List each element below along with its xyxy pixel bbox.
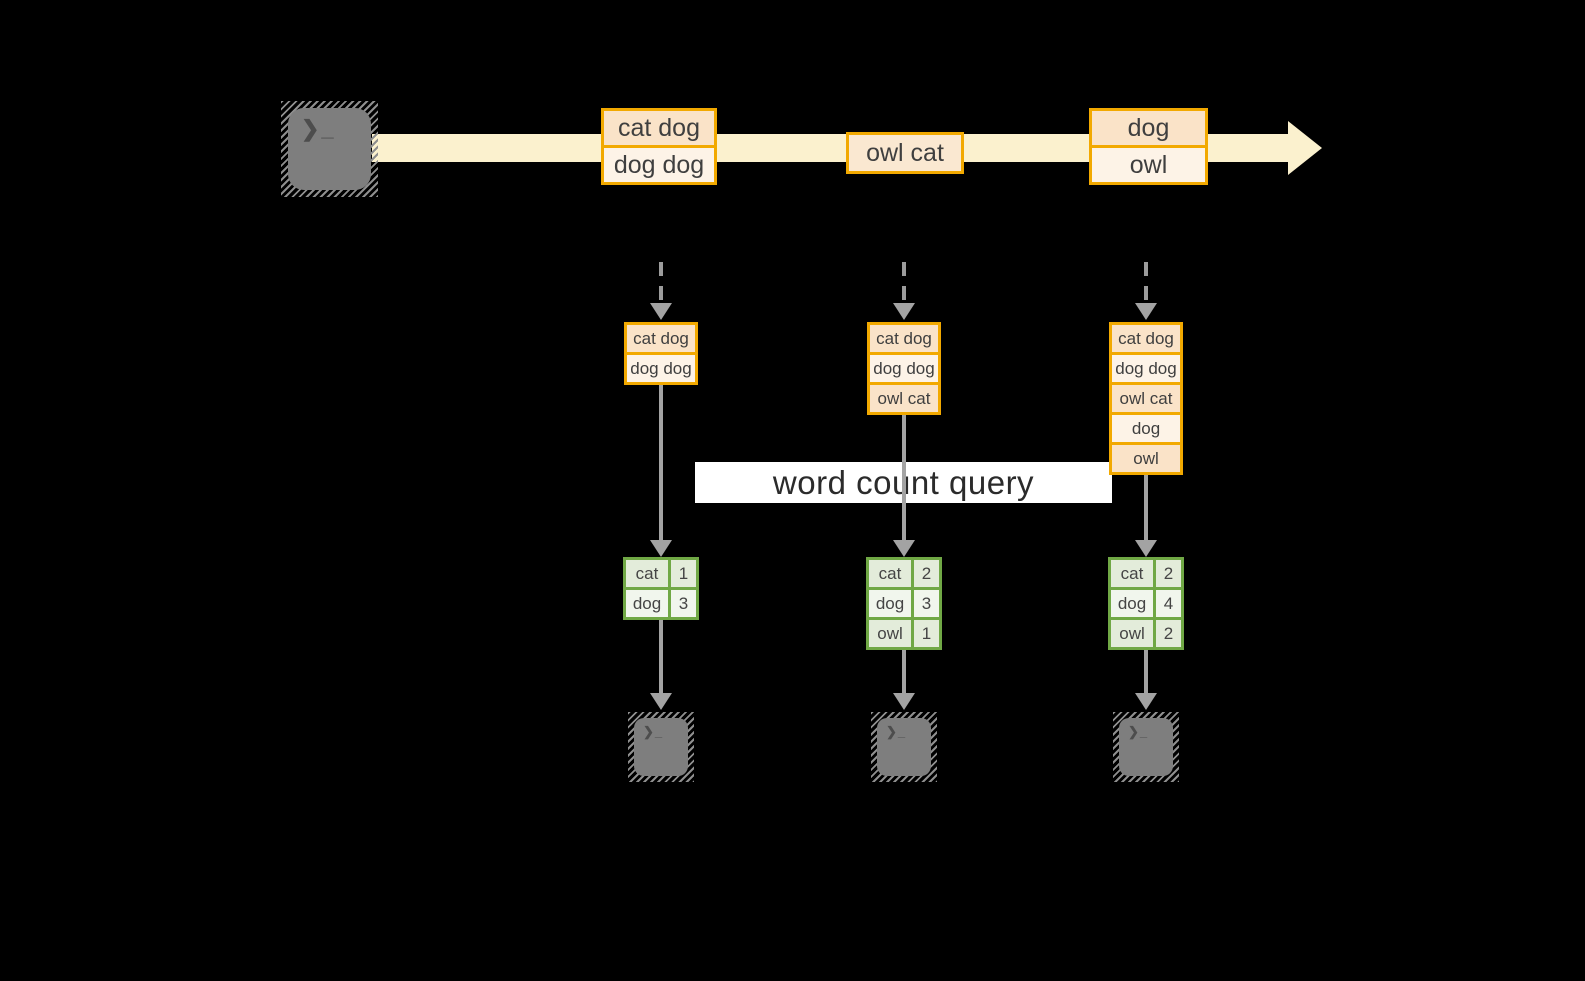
stream-timeline-arrowhead-icon <box>1288 121 1322 175</box>
result-word: dog <box>869 590 911 617</box>
batch-line: owl <box>1092 148 1205 182</box>
input-line: dog dog <box>627 355 695 382</box>
input-line: cat dog <box>1112 325 1180 352</box>
trigger-arrow-shaft-1 <box>659 262 663 304</box>
trigger-arrow-head-1 <box>650 303 672 320</box>
trigger-arrow-head-3 <box>1135 303 1157 320</box>
result-count: 4 <box>1156 590 1181 617</box>
output-arrow-shaft-2 <box>902 650 906 693</box>
terminal-prompt-glyph: ❯_ <box>886 724 907 739</box>
input-line: owl cat <box>1112 385 1180 412</box>
terminal-screen: ❯_ <box>1119 718 1173 776</box>
sink-terminal-icon-3: ❯_ <box>1113 712 1179 782</box>
query-arrow-shaft-2 <box>902 415 906 540</box>
batch-line: dog dog <box>604 148 714 182</box>
output-arrow-shaft-3 <box>1144 650 1148 693</box>
sink-terminal-icon-2: ❯_ <box>871 712 937 782</box>
result-word: dog <box>1111 590 1153 617</box>
result-word: dog <box>626 590 668 617</box>
input-table-1: cat dog dog dog <box>624 322 698 385</box>
batch-line: owl cat <box>849 135 961 171</box>
query-arrow-shaft-1 <box>659 385 663 540</box>
trigger-arrow-head-2 <box>893 303 915 320</box>
result-table-1: cat 1 dog 3 <box>623 557 699 620</box>
result-word: owl <box>869 620 911 647</box>
input-table-3: cat dog dog dog owl cat dog owl <box>1109 322 1183 475</box>
input-line: dog dog <box>870 355 938 382</box>
trigger-arrow-shaft-2 <box>902 262 906 304</box>
timeline-batch-2: owl cat <box>846 132 964 174</box>
sink-terminal-icon-1: ❯_ <box>628 712 694 782</box>
input-line: cat dog <box>627 325 695 352</box>
result-count: 2 <box>914 560 939 587</box>
result-word: cat <box>869 560 911 587</box>
query-arrow-head-3 <box>1135 540 1157 557</box>
terminal-screen: ❯_ <box>634 718 688 776</box>
input-line: owl <box>1112 445 1180 472</box>
terminal-prompt-glyph: ❯_ <box>1128 724 1149 739</box>
query-arrow-head-1 <box>650 540 672 557</box>
input-line: owl cat <box>870 385 938 412</box>
result-word: cat <box>626 560 668 587</box>
timeline-batch-1: cat dog dog dog <box>601 108 717 185</box>
result-table-3: cat 2 dog 4 owl 2 <box>1108 557 1184 650</box>
output-arrow-head-2 <box>893 693 915 710</box>
terminal-prompt-glyph: ❯_ <box>643 724 664 739</box>
batch-line: dog <box>1092 111 1205 145</box>
result-count: 2 <box>1156 620 1181 647</box>
result-word: cat <box>1111 560 1153 587</box>
result-table-2: cat 2 dog 3 owl 1 <box>866 557 942 650</box>
result-count: 1 <box>671 560 696 587</box>
terminal-screen: ❯_ <box>877 718 931 776</box>
input-line: dog <box>1112 415 1180 442</box>
batch-line: cat dog <box>604 111 714 145</box>
output-arrow-shaft-1 <box>659 620 663 693</box>
trigger-arrow-shaft-3 <box>1144 262 1148 304</box>
output-arrow-head-3 <box>1135 693 1157 710</box>
result-count: 2 <box>1156 560 1181 587</box>
terminal-screen: ❯_ <box>288 108 371 190</box>
query-arrow-shaft-3 <box>1144 475 1148 540</box>
result-count: 3 <box>914 590 939 617</box>
terminal-prompt-glyph: ❯_ <box>301 116 336 141</box>
output-arrow-head-1 <box>650 693 672 710</box>
result-word: owl <box>1111 620 1153 647</box>
input-line: dog dog <box>1112 355 1180 382</box>
input-line: cat dog <box>870 325 938 352</box>
query-arrow-head-2 <box>893 540 915 557</box>
source-terminal-icon: ❯_ <box>281 101 378 197</box>
result-count: 3 <box>671 590 696 617</box>
result-count: 1 <box>914 620 939 647</box>
timeline-batch-3: dog owl <box>1089 108 1208 185</box>
input-table-2: cat dog dog dog owl cat <box>867 322 941 415</box>
